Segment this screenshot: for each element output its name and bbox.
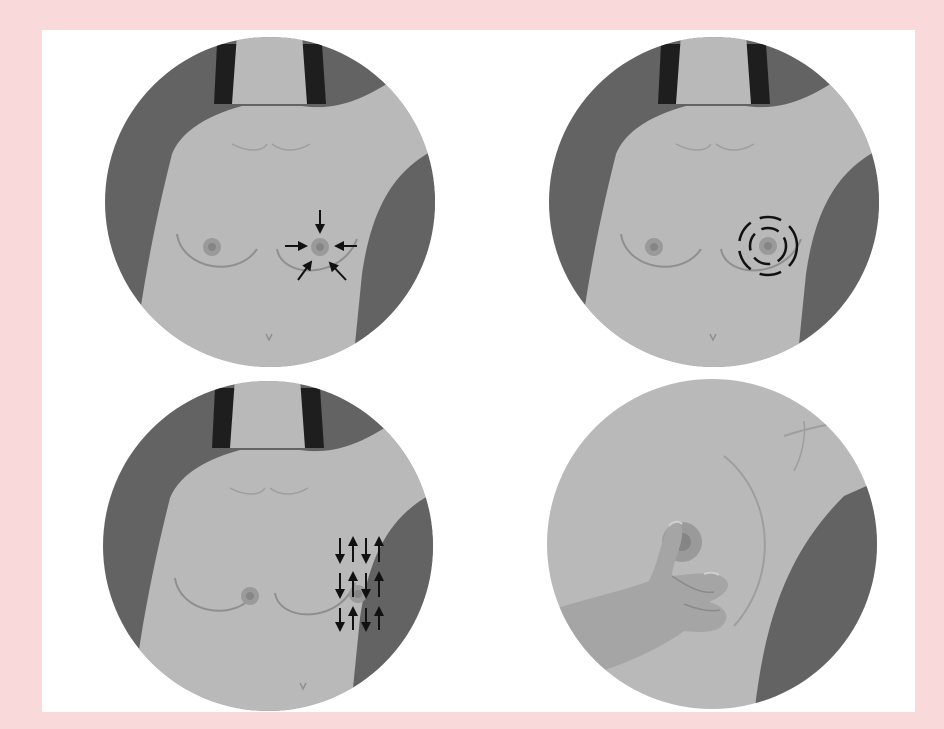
panel-circular-technique bbox=[546, 34, 882, 370]
panel-3-illustration bbox=[100, 378, 436, 714]
illustration-frame bbox=[42, 30, 915, 712]
panel-2-illustration bbox=[546, 34, 882, 370]
panel-vertical-strip-technique bbox=[100, 378, 436, 714]
panel-radial-technique bbox=[102, 34, 438, 370]
panel-palpation-hand bbox=[544, 376, 880, 712]
panel-4-illustration bbox=[544, 376, 880, 712]
panel-1-illustration bbox=[102, 34, 438, 370]
